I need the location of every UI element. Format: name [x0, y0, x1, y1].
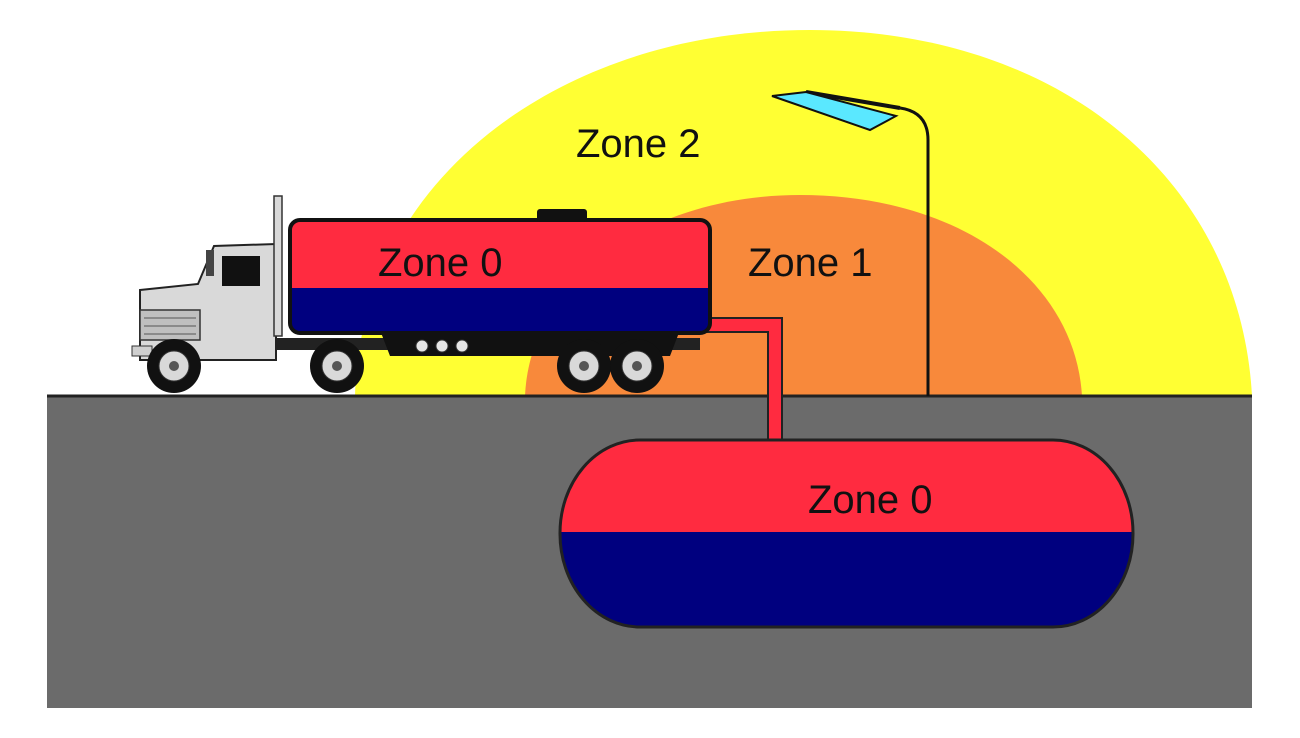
tanker-zone0-label: Zone 0 — [378, 241, 503, 285]
underground-tank-vapour — [560, 440, 1133, 532]
street-lamp-icon — [771, 90, 930, 396]
zone2-label: Zone 2 — [576, 122, 701, 166]
truck-wheel — [310, 339, 364, 393]
underground-tank-liquid — [560, 532, 1133, 627]
underground-zone0-label: Zone 0 — [808, 478, 933, 522]
truck-wheel — [557, 339, 611, 393]
zone1-label: Zone 1 — [748, 241, 873, 285]
tanker-vapour — [290, 220, 710, 288]
lamp-head — [771, 90, 899, 132]
tanker-truck-icon — [131, 195, 712, 393]
truck-wheel — [610, 339, 664, 393]
underground-tank — [558, 438, 1135, 629]
truck-wheel — [147, 339, 201, 393]
tanker-liquid — [290, 288, 710, 333]
